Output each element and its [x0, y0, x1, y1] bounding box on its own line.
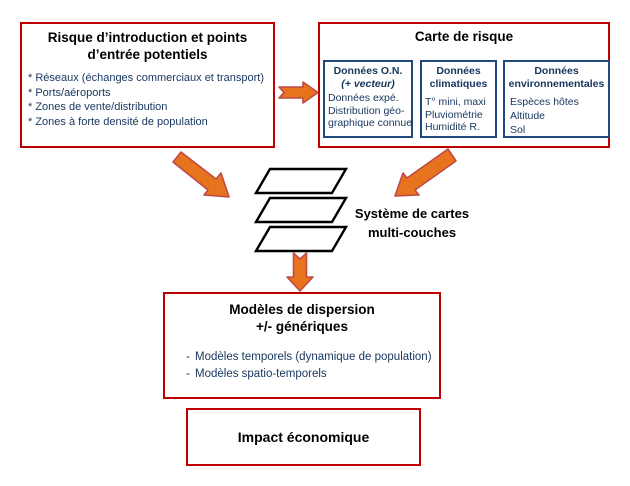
list-item: * Réseaux (échanges commerciaux et trans… [28, 72, 264, 84]
list-item: * Zones à forte densité de population [28, 115, 208, 128]
data-on-vector-subbox: Données O.N. (+ vecteur) Données expé. D… [323, 60, 413, 138]
list-item: * Ports/aéroports [28, 86, 111, 99]
dispersion-models-list: - Modèles temporels (dynamique de popula… [165, 349, 439, 382]
list-item: - Modèles temporels (dynamique de popula… [165, 349, 439, 366]
list-item: Humidité R. [425, 121, 480, 133]
list-item: Données expé. [328, 92, 399, 104]
climate-data-title: Données climatiques [429, 65, 488, 90]
environmental-data-body: Espèces hôtes Altitude Sol [505, 95, 608, 137]
climate-data-body: T° mini, maxi Pluviométrie Humidité R. [422, 96, 495, 134]
dispersion-title-line1: Modèles de dispersion [229, 302, 375, 317]
dispersion-models-box: Modèles de dispersion +/- génériques - M… [163, 292, 441, 399]
dash-bullet: - [186, 351, 190, 363]
data-on-vector-body: Données expé. Distribution géo- graphiqu… [325, 92, 413, 130]
risk-introduction-title-line2: d’entrée potentiels [87, 47, 208, 62]
list-item: Distribution géo- [328, 104, 405, 117]
list-item: - Modèles spatio-temporels [165, 366, 439, 383]
list-item: * Zones de vente/distribution [28, 101, 168, 113]
climate-data-subbox: Données climatiques T° mini, maxi Pluvio… [420, 60, 497, 138]
list-item-text: Modèles spatio-temporels [195, 367, 327, 380]
dispersion-title-line2: +/- génériques [256, 319, 348, 334]
risk-introduction-title: Risque d’introduction et points d’entrée… [22, 29, 273, 63]
map-layer-parallelogram-3 [253, 225, 349, 253]
arrow-down-left-icon [394, 148, 457, 197]
list-item: T° mini, maxi [425, 96, 486, 108]
arrow-down-right-icon [172, 151, 230, 198]
multilayer-map-system-label: Système de cartes multi-couches [352, 204, 472, 242]
multilayer-label-line2: multi-couches [367, 225, 457, 240]
environmental-data-subbox: Données environnementales Espèces hôtes … [503, 60, 610, 138]
dispersion-models-title: Modèles de dispersion +/- génériques [165, 301, 439, 335]
multilayer-label-line1: Système de cartes [354, 206, 470, 221]
arrow-right-icon [278, 81, 319, 104]
list-item: Sol [510, 124, 526, 136]
risk-map-title: Carte de risque [414, 29, 514, 44]
list-item: Altitude [510, 110, 546, 122]
risk-introduction-box: Risque d’introduction et points d’entrée… [20, 22, 275, 148]
economic-impact-title: Impact économique [237, 428, 370, 445]
arrow-down-icon [286, 252, 314, 292]
list-item: Pluviométrie [425, 108, 483, 121]
economic-impact-box: Impact économique [186, 408, 421, 466]
risk-introduction-title-line1: Risque d’introduction et points [47, 30, 248, 45]
environmental-data-title: Données environnementales [508, 65, 605, 90]
risk-introduction-list: * Réseaux (échanges commerciaux et trans… [22, 71, 273, 129]
list-item: graphique connue [328, 117, 413, 129]
data-on-vector-subtitle: (+ vecteur) [341, 77, 395, 90]
data-on-vector-title: Données O.N. [333, 65, 403, 77]
map-layer-parallelogram-2 [253, 196, 349, 224]
dash-bullet: - [186, 367, 190, 380]
list-item-text: Modèles temporels (dynamique de populati… [195, 351, 432, 363]
risk-map-box: Carte de risque Données O.N. (+ vecteur)… [318, 22, 610, 148]
list-item: Espèces hôtes [510, 96, 579, 108]
map-layer-parallelogram-1 [253, 167, 349, 195]
